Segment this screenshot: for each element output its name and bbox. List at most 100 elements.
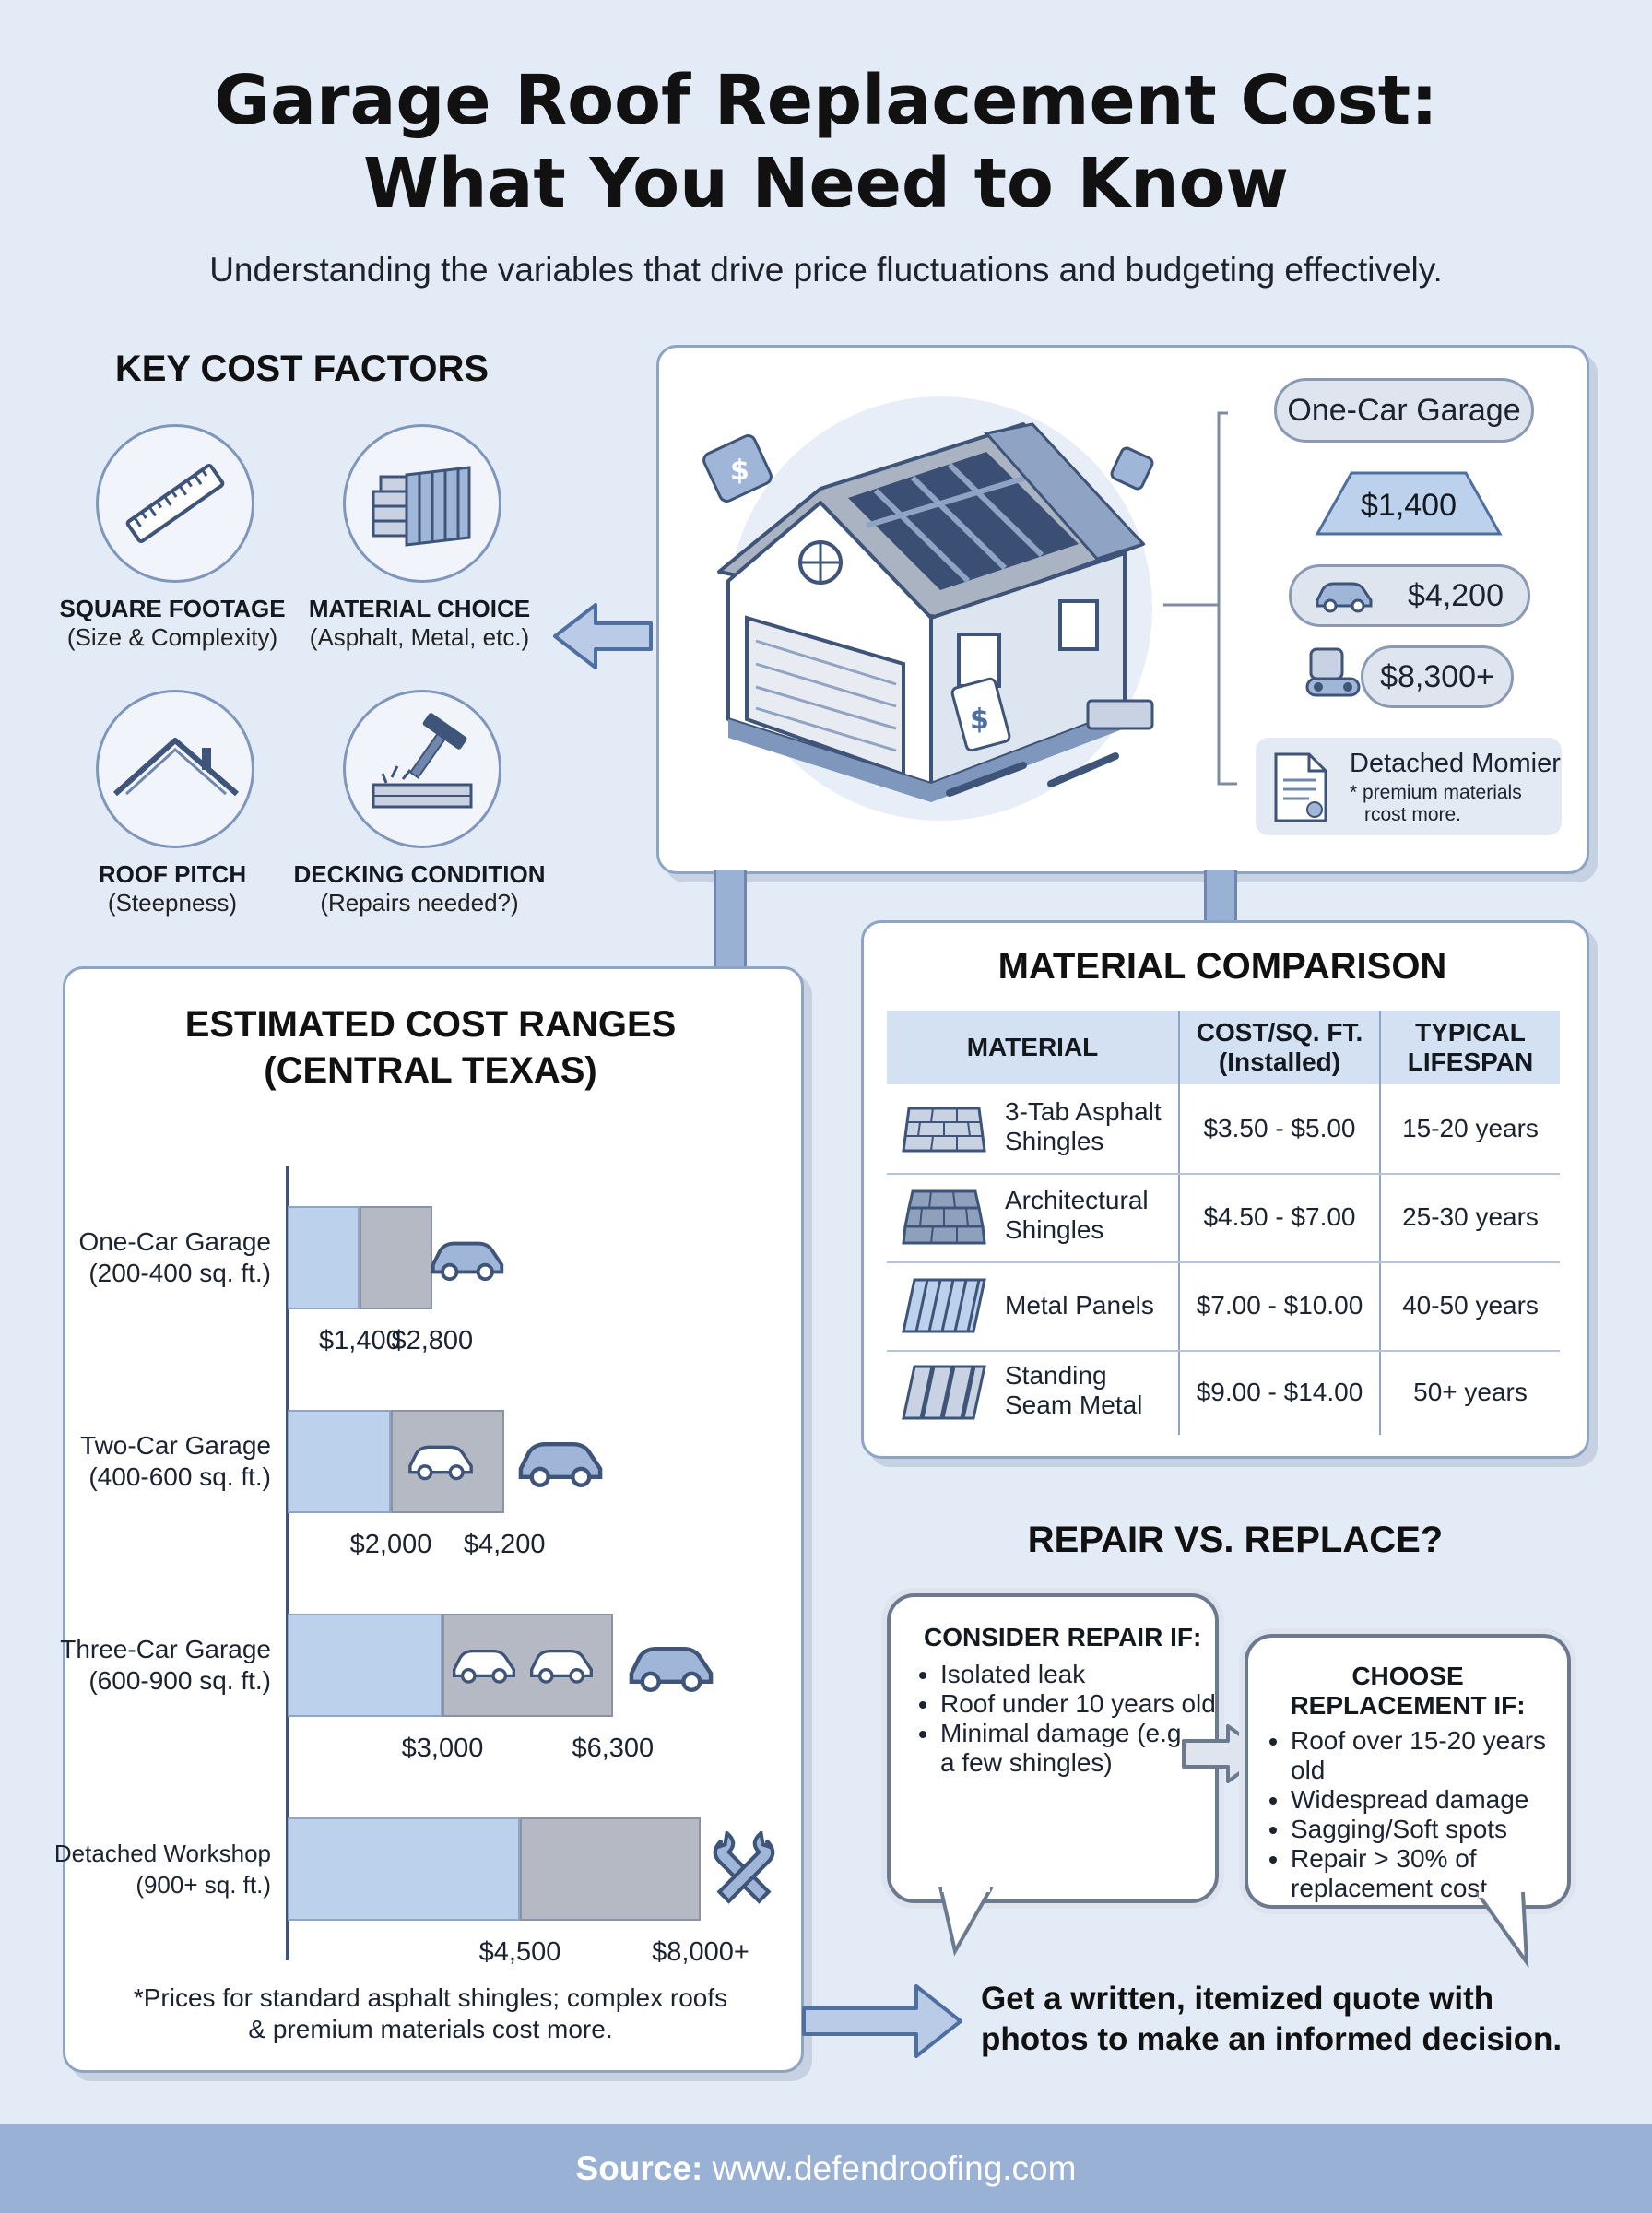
roof-materials-icon (343, 424, 502, 583)
material-cost: $4.50 - $7.00 (1203, 1202, 1356, 1231)
page-title: Garage Roof Replacement Cost: What You N… (0, 59, 1652, 225)
replace-item: Roof over 15-20 years old (1291, 1726, 1558, 1785)
header-lifespan-line-2: LIFESPAN (1407, 1047, 1534, 1076)
factor-material-choice: MATERIAL CHOICE (Asphalt, Metal, etc.) (281, 595, 558, 652)
asphalt-shingle-icon (902, 1106, 986, 1153)
material-comparison-heading: MATERIAL COMPARISON (997, 946, 1447, 987)
roof-pitch-icon (96, 690, 254, 848)
repair-item: Roof under 10 years old (940, 1689, 1217, 1719)
wrench-icon (713, 1831, 775, 1904)
tier-3-price: $8,300+ (1361, 645, 1514, 708)
row-name: Three-Car Garage (60, 1635, 271, 1663)
header-material: MATERIAL (887, 1011, 1178, 1084)
factor-sub: (Steepness) (107, 889, 238, 917)
trapezoid-price-shape (1315, 471, 1503, 536)
svg-text:$: $ (730, 455, 749, 487)
architectural-shingle-icon (902, 1189, 986, 1245)
row-name: One-Car Garage (78, 1227, 271, 1256)
material-table: MATERIAL COST/SQ. FT. (Installed) TYPICA… (887, 1011, 1560, 1435)
source-url[interactable]: www.defendroofing.com (712, 2149, 1077, 2187)
material-lifespan: 40-50 years (1402, 1291, 1539, 1320)
bar-high-value: $6,300 (572, 1734, 655, 1763)
repair-item: Minimal damage (e.g., a few shingles) (940, 1719, 1217, 1778)
title-line-1: Garage Roof Replacement Cost: (214, 61, 1438, 140)
bar-high-value: $2,800 (391, 1326, 474, 1355)
repair-title: CONSIDER REPAIR IF: (924, 1623, 1202, 1651)
tier-2-price: $4,200 (1408, 578, 1504, 613)
arrow-right-icon (800, 1984, 962, 2058)
connector-post-right (1204, 870, 1237, 920)
bar-low-segment (288, 1206, 360, 1309)
bar-low-segment (288, 1614, 442, 1717)
header-cost: COST/SQ. FT. (Installed) (1180, 1011, 1379, 1084)
row-size: (900+ sq. ft.) (136, 1871, 271, 1899)
table-row: Metal Panels $7.00 - $10.00 40-50 years (887, 1261, 1560, 1352)
replace-title-line-2: REPLACEMENT IF: (1290, 1691, 1526, 1720)
document-icon (1270, 751, 1331, 829)
footnote-line-1: *Prices for standard asphalt shingles; c… (133, 1983, 728, 2012)
car-icon (408, 1445, 473, 1481)
replace-title-line-1: CHOOSE (1351, 1662, 1464, 1690)
car-icon (518, 1441, 603, 1487)
factor-sub: (Size & Complexity) (66, 623, 278, 651)
bar-high-segment (360, 1206, 432, 1309)
hammer-decking-icon (343, 690, 502, 848)
bar-high-segment (520, 1817, 701, 1921)
replace-item: Widespread damage (1291, 1785, 1558, 1815)
svg-text:$: $ (970, 704, 989, 736)
bulldozer-icon (1302, 644, 1375, 706)
bar-high-value: $4,200 (463, 1530, 546, 1559)
column-divider (1379, 1011, 1381, 1435)
repair-item: Isolated leak (940, 1660, 1217, 1689)
cta-text: Get a written, itemized quote with photo… (981, 1979, 1617, 2060)
header-cost-line-1: COST/SQ. FT. (1196, 1018, 1363, 1047)
note-title: Detached Momier (1350, 749, 1561, 778)
material-lifespan: 15-20 years (1402, 1114, 1539, 1142)
car-icon (453, 1649, 515, 1684)
footnote-line-2: & premium materials cost more. (248, 2015, 613, 2043)
metal-panel-icon (902, 1278, 986, 1333)
footer-source: Source: www.defendroofing.com (0, 2124, 1652, 2213)
standing-seam-icon (902, 1365, 986, 1420)
row-label-one-car: One-Car Garage (200-400 sq. ft.) (4, 1226, 271, 1289)
connector-post-left (714, 870, 747, 968)
bar-low-segment (288, 1410, 391, 1513)
row-label-two-car: Two-Car Garage (400-600 sq. ft.) (4, 1430, 271, 1493)
factor-sub: (Asphalt, Metal, etc.) (309, 623, 530, 651)
replace-item: Sagging/Soft spots (1291, 1815, 1558, 1844)
note-line-2: rcost more. (1364, 804, 1462, 825)
header-cost-line-2: (Installed) (1218, 1047, 1341, 1076)
key-factors-heading: KEY COST FACTORS (114, 349, 490, 389)
bar-low-value: $1,400 (319, 1326, 401, 1355)
detached-note: Detached Momier * premium materials rcos… (1256, 738, 1562, 835)
row-name: Two-Car Garage (80, 1431, 271, 1460)
cta-line-1: Get a written, itemized quote with (981, 1981, 1494, 2017)
cost-footnote: *Prices for standard asphalt shingles; c… (63, 1982, 798, 2045)
bubble-tail (1475, 1892, 1529, 1968)
row-name: Detached Workshop (53, 1840, 271, 1867)
material-lifespan: 50+ years (1413, 1378, 1528, 1406)
bar-low-segment (288, 1817, 520, 1921)
one-car-garage-badge: One-Car Garage (1274, 378, 1534, 443)
factor-title: ROOF PITCH (98, 860, 247, 888)
repair-replace-heading: REPAIR VS. REPLACE? (1027, 1520, 1444, 1560)
tier-2-badge: $4,200 (1289, 564, 1530, 627)
row-label-workshop: Detached Workshop (900+ sq. ft.) (4, 1838, 271, 1900)
header-lifespan: TYPICAL LIFESPAN (1381, 1011, 1560, 1084)
factor-title: MATERIAL CHOICE (308, 595, 531, 622)
replace-bubble: CHOOSE REPLACEMENT IF: Roof over 15-20 y… (1245, 1634, 1571, 1909)
source-label: Source: (575, 2149, 703, 2187)
car-icon (530, 1649, 593, 1684)
material-cost: $9.00 - $14.00 (1196, 1378, 1363, 1406)
repair-bubble: CONSIDER REPAIR IF: Isolated leak Roof u… (887, 1593, 1219, 1903)
bar-low-value: $4,500 (478, 1937, 561, 1967)
arrow-left-icon (553, 603, 653, 669)
material-cost: $7.00 - $10.00 (1196, 1291, 1363, 1320)
replace-item: Repair > 30% of replacement cost (1291, 1844, 1558, 1903)
factor-square-footage: SQUARE FOOTAGE (Size & Complexity) (34, 595, 311, 652)
